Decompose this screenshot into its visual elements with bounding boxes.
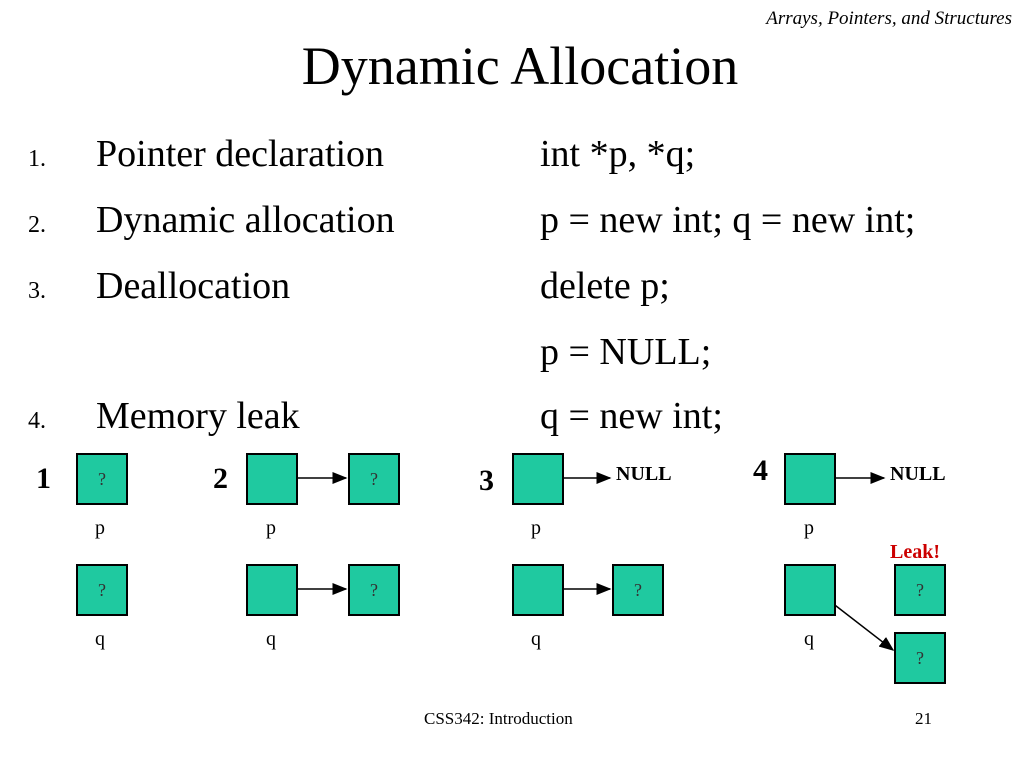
item-number: 1. xyxy=(28,146,46,172)
step-label: 1 xyxy=(36,462,51,495)
item-number: 3. xyxy=(28,278,46,304)
new-memory-cell: ? xyxy=(894,632,946,684)
leaked-memory-cell: ? xyxy=(894,564,946,616)
memory-cell-p: ? xyxy=(76,453,128,505)
var-label-p: p xyxy=(531,517,541,539)
var-label-q: q xyxy=(531,628,541,650)
item-code: delete p; xyxy=(540,265,670,307)
memory-cell-int: ? xyxy=(348,564,400,616)
var-label-q: q xyxy=(266,628,276,650)
memory-cell-int: ? xyxy=(612,564,664,616)
var-label-p: p xyxy=(95,517,105,539)
memory-cell-q: ? xyxy=(76,564,128,616)
var-label-q: q xyxy=(95,628,105,650)
var-label-p: p xyxy=(804,517,814,539)
footer-course: CSS342: Introduction xyxy=(424,709,573,728)
slide-title: Dynamic Allocation xyxy=(301,36,739,96)
item-code: p = NULL; xyxy=(540,331,712,373)
null-label: NULL xyxy=(616,463,672,485)
item-label: Memory leak xyxy=(96,395,300,437)
memory-cell-int: ? xyxy=(348,453,400,505)
pointer-cell-q xyxy=(246,564,298,616)
step-label: 3 xyxy=(479,464,494,497)
step-label: 2 xyxy=(213,462,228,495)
pointer-cell-p xyxy=(784,453,836,505)
leak-label: Leak! xyxy=(890,541,940,563)
footer-page-number: 21 xyxy=(915,709,932,728)
step-label: 4 xyxy=(753,454,768,487)
item-code: q = new int; xyxy=(540,395,723,437)
pointer-cell-p xyxy=(246,453,298,505)
item-code: int *p, *q; xyxy=(540,133,696,175)
item-code: p = new int; q = new int; xyxy=(540,199,916,241)
pointer-cell-q xyxy=(784,564,836,616)
slide-header: Arrays, Pointers, and Structures xyxy=(766,8,1012,29)
item-number: 4. xyxy=(28,408,46,434)
item-label: Deallocation xyxy=(96,265,291,307)
item-label: Dynamic allocation xyxy=(96,199,395,241)
pointer-cell-q xyxy=(512,564,564,616)
var-label-p: p xyxy=(266,517,276,539)
pointer-cell-p xyxy=(512,453,564,505)
item-label: Pointer declaration xyxy=(96,133,385,175)
var-label-q: q xyxy=(804,628,814,650)
item-number: 2. xyxy=(28,212,46,238)
null-label: NULL xyxy=(890,463,946,485)
